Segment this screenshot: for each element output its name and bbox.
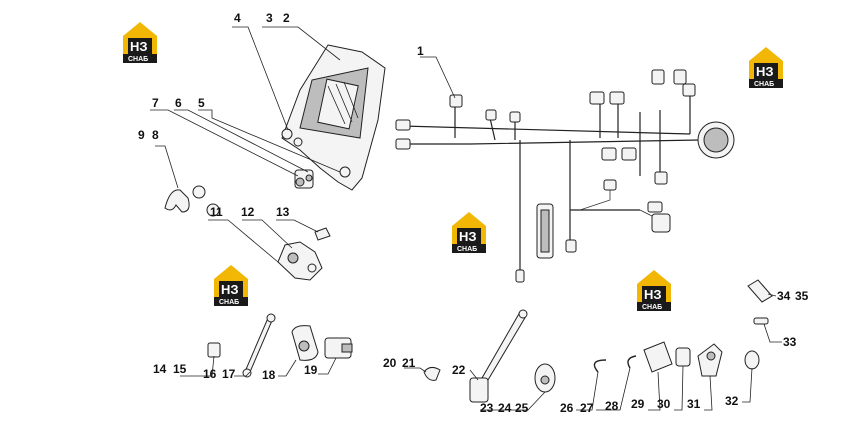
callout-labels: 1 2 3 4 5 6 7 8 9 11 12 13 14 15 16 17 1…	[138, 11, 809, 415]
callout-12: 12	[241, 205, 255, 219]
part-27-clip	[593, 359, 607, 373]
logo-caption: СНАБ	[754, 81, 774, 88]
callout-32: 32	[725, 394, 739, 408]
logo-monogram: НЗ	[130, 39, 148, 54]
callout-9: 9	[138, 128, 145, 142]
callout-15: 15	[173, 362, 187, 376]
logo-caption: СНАБ	[128, 56, 148, 63]
logo-caption: СНАБ	[219, 299, 239, 306]
logo-watermark-4: НЗ СНАБ	[214, 265, 248, 306]
callout-30: 30	[657, 397, 671, 411]
callout-4: 4	[234, 11, 241, 25]
callout-31: 31	[687, 397, 701, 411]
callout-19: 19	[304, 363, 318, 377]
logo-monogram: НЗ	[459, 229, 477, 244]
bracket-11-12	[277, 241, 323, 281]
part-34-35-bracket	[747, 279, 773, 303]
callout-16: 16	[203, 367, 217, 381]
main-wiring-harness	[395, 69, 735, 283]
callout-35: 35	[795, 289, 809, 303]
logo-caption: СНАБ	[642, 304, 662, 311]
callout-20: 20	[383, 356, 397, 370]
callout-17: 17	[222, 367, 236, 381]
callout-14: 14	[153, 362, 167, 376]
part-19-sensor	[324, 337, 353, 359]
logo-monogram: НЗ	[644, 287, 662, 302]
callout-29: 29	[631, 397, 645, 411]
callout-27: 27	[580, 401, 594, 415]
part-31-bracket	[697, 343, 723, 377]
callout-22: 22	[452, 363, 466, 377]
callout-7: 7	[152, 96, 159, 110]
callout-1: 1	[417, 44, 424, 58]
logo-caption: СНАБ	[457, 246, 477, 253]
sensor-mount-5	[294, 169, 314, 189]
part-32-sensor	[744, 350, 760, 370]
part-28-clip	[627, 355, 637, 369]
part-18-cover	[291, 325, 319, 361]
callout-5: 5	[198, 96, 205, 110]
logo-watermark-2: НЗ СНАБ	[749, 47, 783, 88]
callout-2: 2	[283, 11, 290, 25]
callout-33: 33	[783, 335, 797, 349]
callout-21: 21	[402, 356, 416, 370]
logo-watermark-3: НЗ СНАБ	[452, 212, 486, 253]
callout-18: 18	[262, 368, 276, 382]
part-33-bolt	[753, 317, 769, 325]
part-26-sensor	[534, 363, 556, 393]
part-14-15	[207, 342, 221, 358]
part-30-fitting	[675, 347, 691, 367]
leader-lines	[150, 26, 782, 411]
part-22-25-probe	[469, 309, 528, 403]
ecu-bracket-assembly	[281, 44, 386, 191]
callout-3: 3	[266, 11, 273, 25]
callout-13: 13	[276, 205, 290, 219]
callout-28: 28	[605, 399, 619, 413]
logo-watermark-5: НЗ СНАБ	[637, 270, 671, 311]
part-29-plate	[643, 341, 673, 373]
callout-8: 8	[152, 128, 159, 142]
callout-34: 34	[777, 289, 791, 303]
callout-6: 6	[175, 96, 182, 110]
callout-11: 11	[210, 205, 223, 219]
callout-24: 24	[498, 401, 512, 415]
callout-26: 26	[560, 401, 574, 415]
logo-monogram: НЗ	[221, 282, 239, 297]
callout-23: 23	[480, 401, 494, 415]
logo-monogram: НЗ	[756, 64, 774, 79]
logo-watermark-1: НЗ СНАБ	[123, 22, 157, 63]
clamp-13	[314, 227, 331, 241]
callout-25: 25	[515, 401, 529, 415]
part-20-21-clip	[423, 366, 441, 381]
clip-7-8-9	[164, 185, 220, 217]
